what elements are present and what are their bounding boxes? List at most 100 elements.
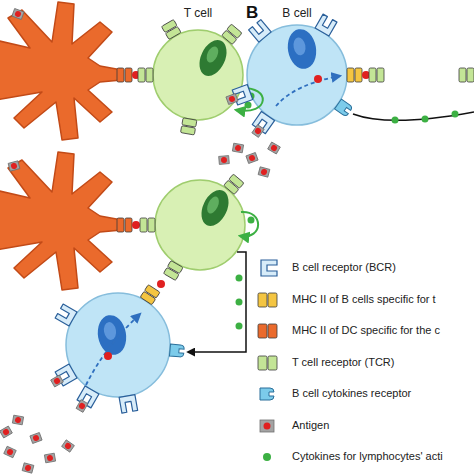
antigen-dot: [362, 71, 370, 79]
legend-sample: [252, 289, 288, 311]
antigen-symbol: [268, 142, 281, 154]
bcr-swatch: [261, 260, 277, 276]
mhc-dc-symbol: [117, 68, 132, 82]
cytokine-dot: [248, 217, 255, 224]
antigen-symbol: [219, 156, 230, 165]
cytokine-bracket-arrow: [188, 252, 246, 352]
antigen-symbol: [12, 9, 24, 20]
receptor-segment: [258, 356, 267, 370]
receptor-segment: [268, 356, 277, 370]
legend-sample: [252, 383, 288, 405]
cytokine-dot: [452, 111, 459, 118]
legend-sample: [252, 446, 288, 468]
cytokine-dot: [245, 102, 252, 109]
antigen-dot: [132, 221, 140, 229]
cytokine-receptor-symbol: [169, 344, 184, 357]
antigen-symbol: [252, 125, 264, 138]
legend-text: Antigen: [292, 419, 329, 431]
receptor-segment: [258, 293, 267, 307]
antigen-symbol: [76, 400, 88, 413]
bcr-symbol: [252, 111, 274, 133]
legend-row: B cell cytokines receptor: [252, 383, 474, 405]
legend-row: Antigen: [252, 415, 474, 437]
cytokine-dot: [236, 323, 243, 330]
nucleus-highlight: [205, 195, 222, 216]
legend-row: MHC II of DC specific for the c: [252, 320, 474, 342]
legend-row: B cell receptor (BCR): [252, 257, 474, 279]
tcr-symbol: [459, 68, 474, 82]
cell-nucleus: [196, 186, 234, 231]
cytokine-swatch: [263, 453, 271, 461]
antigen-symbol: [44, 453, 55, 463]
antigen-dot: [314, 75, 322, 83]
cytokine-dot: [236, 299, 243, 306]
dendritic-cell: [0, 2, 122, 140]
antigen-symbol: [0, 426, 12, 438]
bcr-symbol: [315, 14, 337, 36]
antigen-symbol: [258, 167, 270, 177]
receptor-swatch: [258, 324, 277, 338]
antigen-symbol: [22, 463, 34, 473]
receptor-segment: [258, 324, 267, 338]
cell-outline: [246, 2, 348, 128]
mhc-b-symbol: [140, 285, 160, 305]
cytokine-receptor-symbol: [335, 99, 353, 117]
processing-arrow: [276, 76, 340, 106]
legend-text: MHC II of DC specific for the c: [292, 324, 440, 336]
cell-outline: [152, 2, 244, 124]
legend-sample: [252, 257, 288, 279]
cell-nucleus: [285, 27, 320, 71]
legend-sample: [252, 320, 288, 342]
legend-text: Cytokines for lymphocytes' acti: [292, 450, 443, 462]
receptor-swatch: [258, 293, 277, 307]
legend-sample: [252, 415, 288, 437]
tcr-symbol: [222, 24, 242, 44]
mhc-b-symbol: [347, 68, 362, 82]
bcr-symbol: [232, 84, 253, 105]
legend-row: T cell receptor (TCR): [252, 352, 474, 374]
bcr-symbol: [119, 395, 138, 414]
legend-text: T cell receptor (TCR): [292, 356, 394, 368]
cell-label: T cell: [152, 6, 244, 20]
panel-letter: B: [246, 3, 258, 23]
legend-row: MHC II of B cells specific for t: [252, 289, 474, 311]
processing-arrow: [86, 314, 140, 385]
antigen-dot: [157, 280, 165, 288]
autocrine-arrow: [236, 88, 263, 111]
antigen-symbol: [51, 375, 64, 387]
antigen-symbol: [12, 415, 23, 425]
nucleus-highlight: [103, 321, 118, 341]
cell-node: T cell: [152, 2, 244, 124]
cell-body: [153, 30, 243, 120]
legend-text: B cell cytokines receptor: [292, 387, 411, 399]
nucleus-highlight: [204, 45, 220, 65]
antigen-dot: [104, 352, 112, 360]
bcr-symbol: [55, 364, 77, 386]
tcr-symbol: [224, 174, 244, 194]
antigen-dot: [132, 71, 140, 79]
antigen-symbol: [30, 433, 42, 444]
cell-node: B cell: [246, 2, 348, 128]
bcr-symbol: [249, 20, 272, 43]
nucleus-highlight: [292, 37, 307, 57]
bcr-symbol: [55, 304, 77, 326]
dendritic-cell: [0, 152, 122, 290]
cell-nucleus: [95, 313, 130, 357]
b-cell: [66, 293, 170, 397]
autocrine-arrow: [240, 212, 258, 236]
antigen-symbol: [232, 143, 243, 153]
antigen-symbol: [246, 153, 258, 164]
bcr-symbol: [77, 386, 99, 408]
antigen-symbol: [8, 161, 20, 171]
cytokine-dot: [236, 275, 243, 282]
receptor-swatch: [258, 356, 277, 370]
tcr-symbol: [163, 261, 183, 281]
tcr-symbol: [369, 68, 384, 82]
tcr-symbol: [161, 20, 181, 40]
receptor-segment: [268, 324, 277, 338]
tcr-symbol: [140, 218, 155, 232]
antigen-symbol: [62, 440, 75, 452]
